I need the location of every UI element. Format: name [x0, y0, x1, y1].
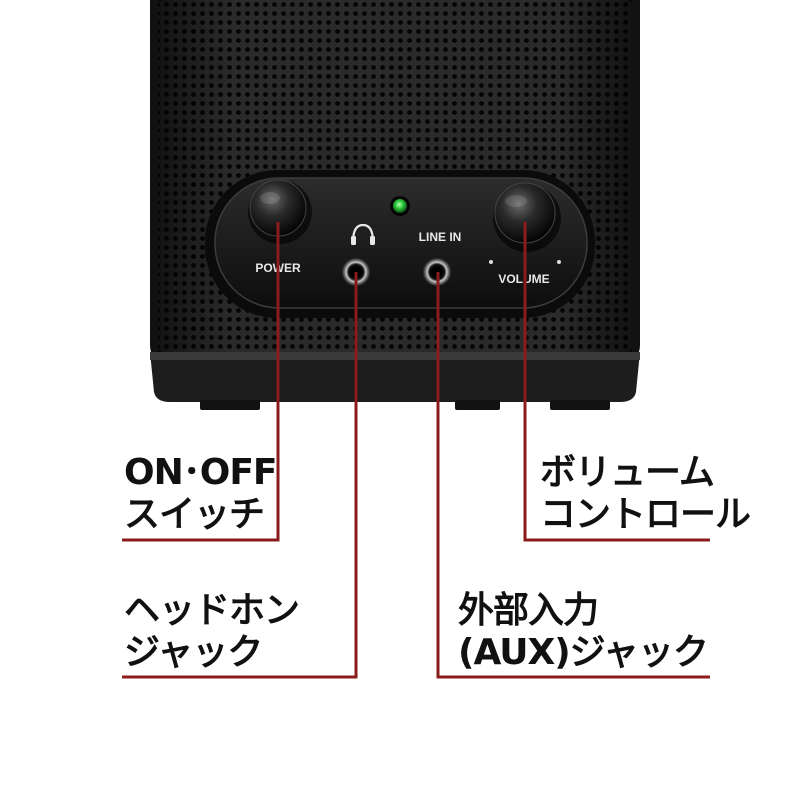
volume-max-dot — [557, 260, 561, 264]
power-knob[interactable] — [248, 179, 312, 244]
volume-control-callout: ボリューム コントロール — [540, 452, 751, 536]
headphone-jack-callout: ヘッドホン ジャック — [124, 590, 300, 674]
control-panel: POWER VOLUME LINE IN — [205, 170, 595, 318]
headphone-jack-callout-line1: ヘッドホン — [124, 590, 300, 631]
headphone-leader-line — [122, 272, 358, 679]
volume-control-callout-line2: コントロール — [540, 494, 751, 535]
headphone-jack-callout-line2: ジャック — [124, 632, 263, 673]
volume-min-dot — [489, 260, 493, 264]
volume-leader-line — [523, 222, 710, 542]
aux-jack-callout: 外部入力 (AUX)ジャック — [458, 590, 709, 674]
aux-jack-callout-line1: 外部入力 — [458, 590, 599, 631]
power-led-indicator — [390, 196, 410, 216]
headphone-icon — [351, 223, 375, 245]
line-in-label: LINE IN — [419, 230, 462, 244]
aux-jack-callout-line2: (AUX)ジャック — [458, 632, 709, 673]
power-switch-callout: ON･OFF スイッチ — [124, 452, 278, 536]
power-switch-callout-line2: スイッチ — [124, 494, 265, 535]
power-leader-line — [122, 222, 280, 542]
leader-lines — [122, 222, 710, 679]
volume-knob[interactable] — [493, 182, 561, 252]
aux-leader-line — [436, 272, 710, 679]
power-switch-callout-line1: ON･OFF — [124, 452, 278, 493]
volume-control-callout-line1: ボリューム — [540, 452, 715, 493]
